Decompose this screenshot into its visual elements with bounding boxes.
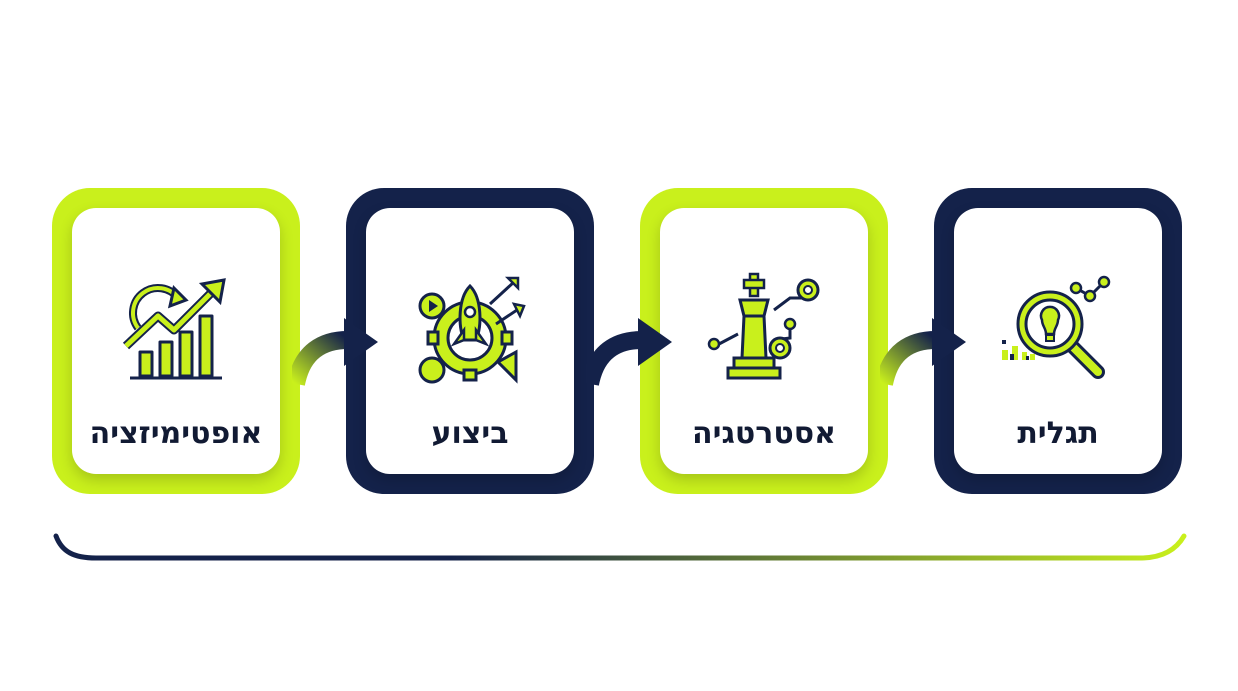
step-label: אסטרטגיה <box>692 416 836 451</box>
step-execution: ביצוע <box>346 188 594 494</box>
step-card: ביצוע <box>366 208 574 474</box>
connector-arrow-icon <box>880 318 966 387</box>
step-optimization: אופטימיזציה <box>52 188 300 494</box>
rocket-gear-icon <box>418 276 526 384</box>
connector-arrow-icon <box>586 318 672 387</box>
chess-king-icon <box>707 272 820 380</box>
magnifier-lightbulb-icon <box>1002 275 1111 379</box>
growth-chart-icon <box>122 278 226 380</box>
step-card: תגלית <box>954 208 1162 474</box>
step-label: ביצוע <box>431 416 509 451</box>
step-label: תגלית <box>1017 416 1099 451</box>
step-card: אופטימיזציה <box>72 208 280 474</box>
step-strategy: אסטרטגיה <box>640 188 888 494</box>
step-discovery: תגלית <box>934 188 1182 494</box>
connector-arrow-icon <box>292 318 378 387</box>
step-label: אופטימיזציה <box>89 416 263 451</box>
step-card: אסטרטגיה <box>660 208 868 474</box>
